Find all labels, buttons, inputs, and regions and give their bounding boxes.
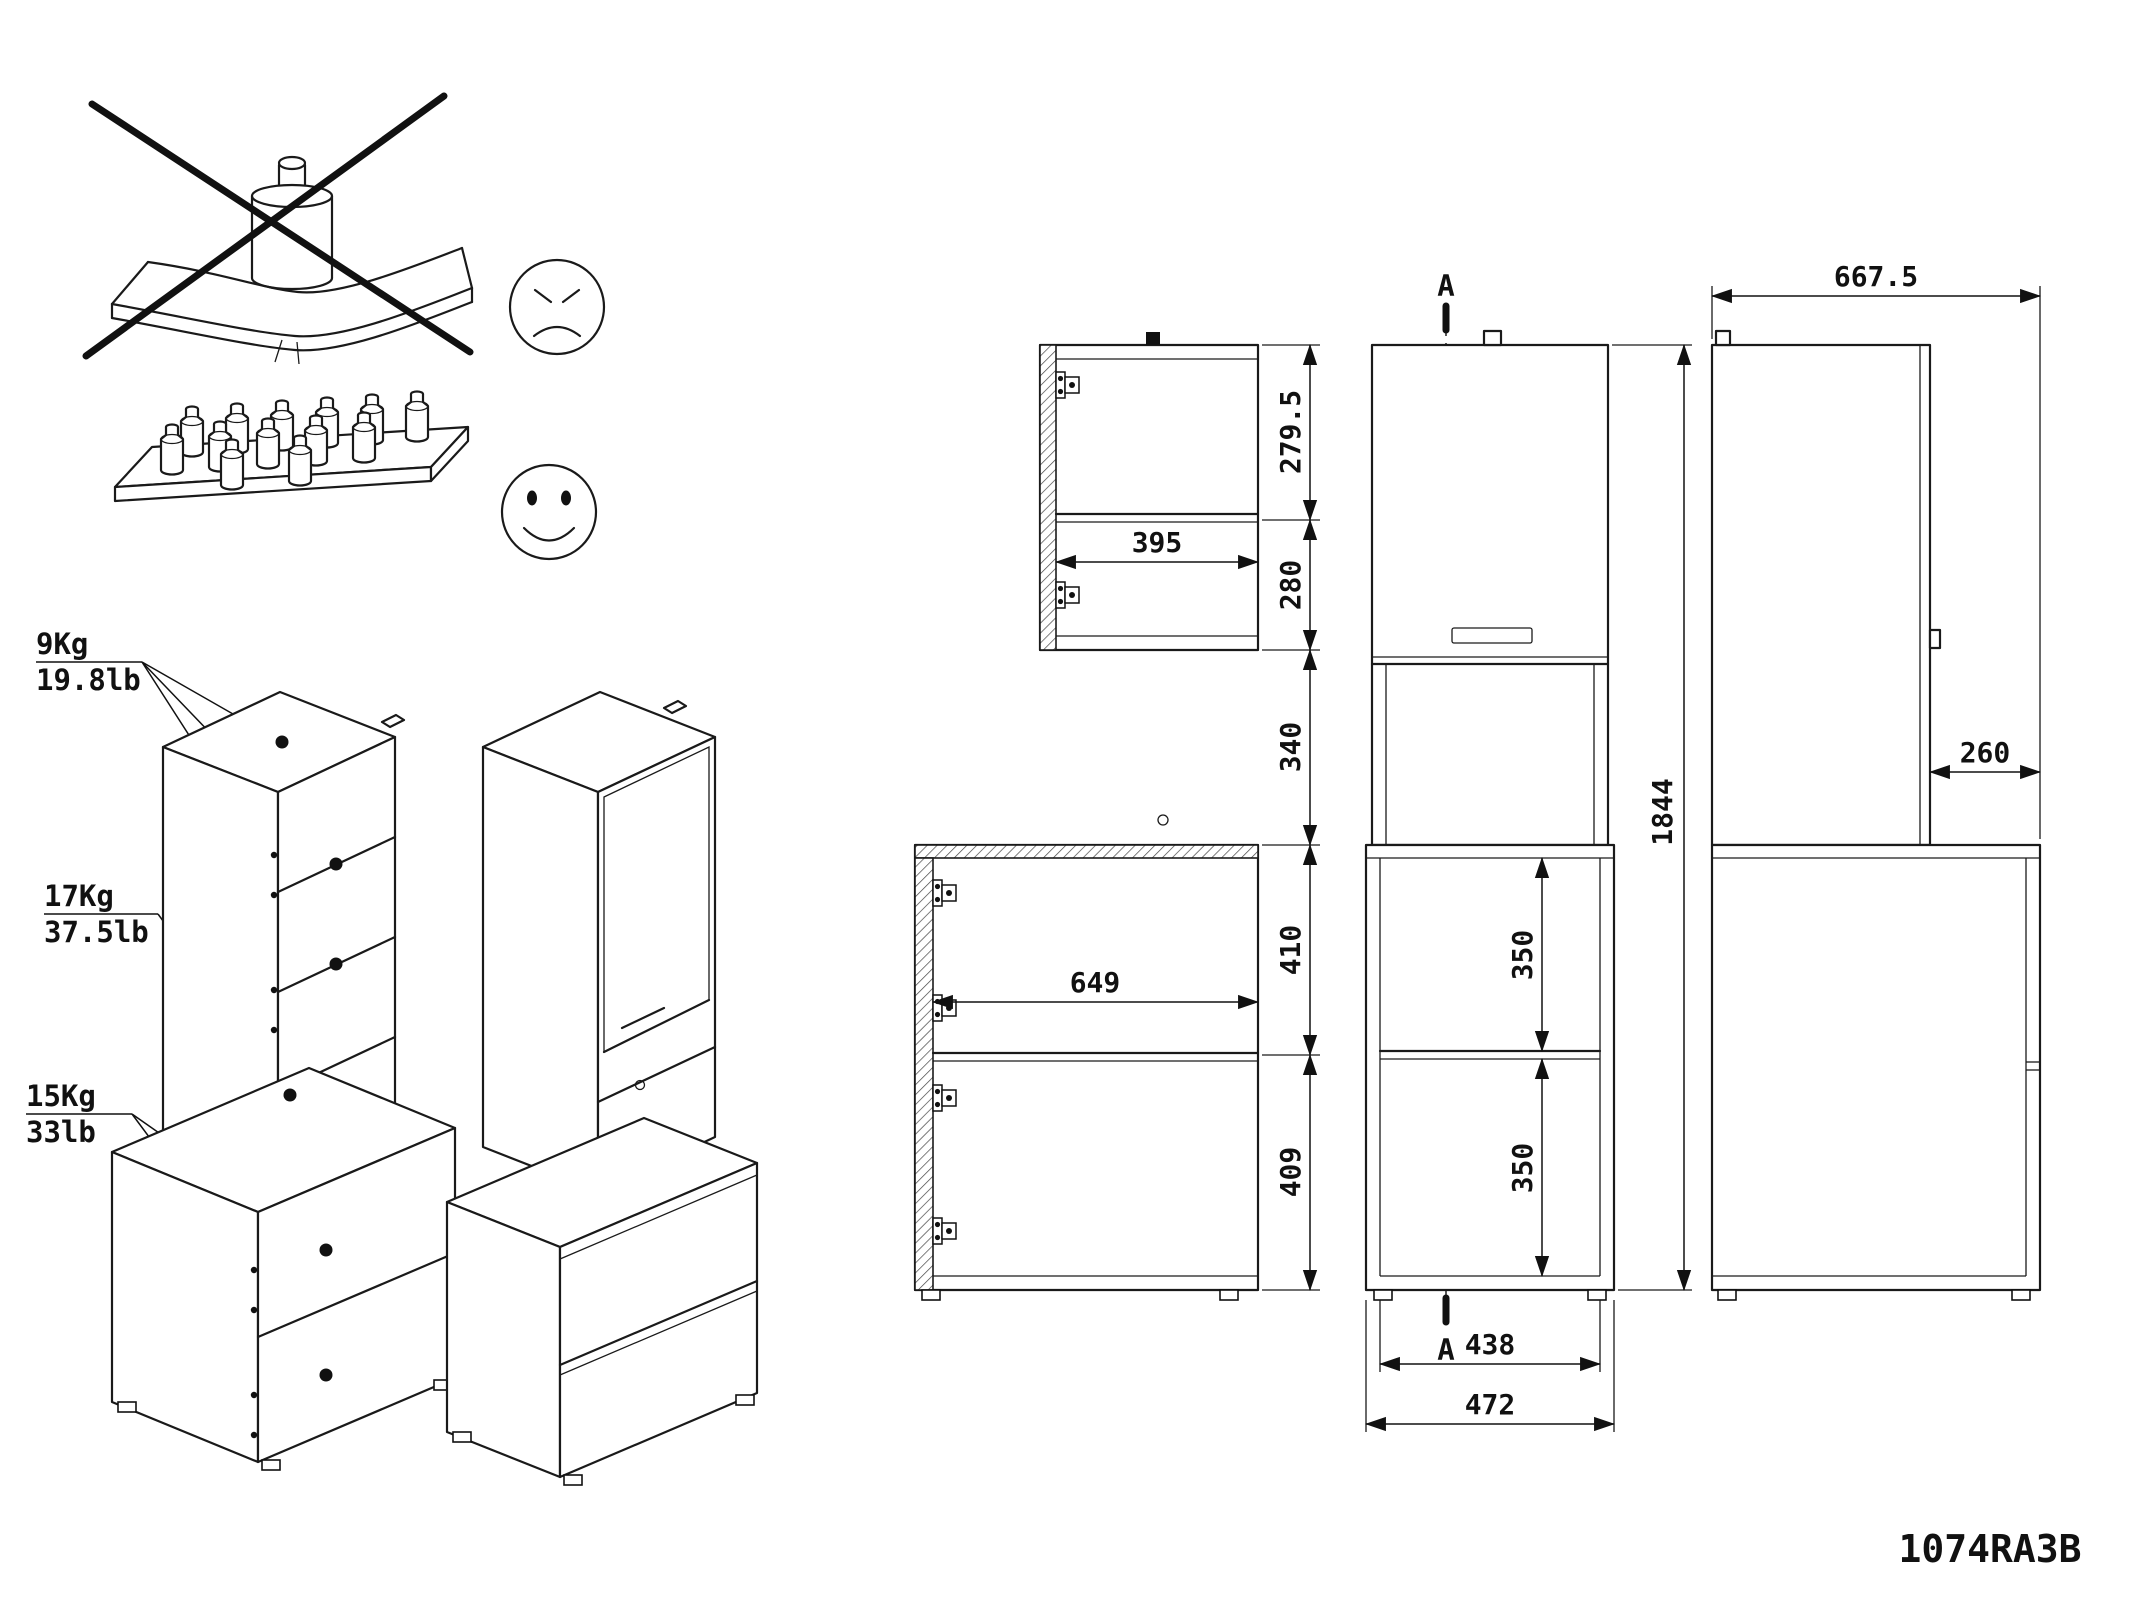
dim-shelf-spacing-2: 350 bbox=[1506, 1143, 1539, 1194]
wall-bracket-tab bbox=[1146, 332, 1160, 345]
dim-h5: 409 bbox=[1274, 1147, 1307, 1198]
dim-inner-width: 438 bbox=[1465, 1328, 1516, 1361]
section-marker-bottom: A bbox=[1437, 1333, 1454, 1367]
load-label-middle-kg: 17Kg bbox=[44, 879, 114, 913]
overload-warning-figure bbox=[82, 92, 606, 365]
load-label-upper-lb: 19.8lb bbox=[36, 663, 141, 697]
dim-h3: 340 bbox=[1274, 722, 1307, 773]
dim-h4: 410 bbox=[1274, 925, 1307, 976]
dim-h1: 279.5 bbox=[1274, 390, 1307, 474]
wall-bracket-tab bbox=[1482, 329, 1503, 347]
load-label-middle-lb: 37.5lb bbox=[44, 915, 149, 949]
dim-total-depth: 667.5 bbox=[1834, 260, 1918, 293]
load-point-top bbox=[275, 735, 289, 749]
wall-bracket-tab bbox=[662, 699, 688, 715]
distributed-load-figure bbox=[113, 390, 598, 561]
angry-face-icon bbox=[508, 258, 606, 356]
wall-bracket-tab bbox=[380, 713, 406, 729]
side-elevation-view: 667.5 260 bbox=[1710, 260, 2042, 1301]
load-label-lower-kg: 15Kg bbox=[26, 1079, 96, 1113]
model-number: 1074RA3B bbox=[1898, 1527, 2081, 1571]
front-elevation-view: A A 350 350 1844 438 472 bbox=[1364, 269, 1692, 1432]
drawer-seam bbox=[558, 1279, 759, 1367]
dim-lower-inner-width: 649 bbox=[1070, 966, 1121, 999]
dim-shelf-spacing-1: 350 bbox=[1506, 930, 1539, 981]
load-label-lower-lb: 33lb bbox=[26, 1115, 96, 1149]
sagging-shelf bbox=[110, 246, 474, 365]
wall-bracket-tab bbox=[1714, 329, 1732, 347]
dim-h2: 280 bbox=[1274, 560, 1307, 611]
load-point-shelf1 bbox=[329, 857, 343, 871]
load-label-upper-kg: 9Kg bbox=[36, 627, 88, 661]
height-dimension-chain: 279.5 280 340 410 409 bbox=[1262, 343, 1320, 1292]
side-section-view: 395 649 279.5 bbox=[913, 332, 1320, 1301]
load-point-base1 bbox=[319, 1243, 333, 1257]
dim-front-offset: 260 bbox=[1960, 736, 2011, 769]
load-point-middle bbox=[283, 1088, 297, 1102]
handle-slot bbox=[1451, 627, 1533, 644]
dim-outer-width: 472 bbox=[1465, 1388, 1516, 1421]
door-handle bbox=[1928, 628, 1942, 650]
dim-total-height: 1844 bbox=[1646, 778, 1679, 845]
cross-out-icon bbox=[82, 92, 474, 360]
dim-upper-inner-width: 395 bbox=[1132, 526, 1183, 559]
isometric-view-open bbox=[110, 690, 457, 1471]
isometric-view-closed bbox=[445, 690, 759, 1486]
section-marker-top: A bbox=[1437, 269, 1454, 303]
smiley-face-icon bbox=[500, 463, 598, 561]
door-handle bbox=[620, 1006, 666, 1030]
load-point-base2 bbox=[319, 1368, 333, 1382]
load-point-shelf2 bbox=[329, 957, 343, 971]
